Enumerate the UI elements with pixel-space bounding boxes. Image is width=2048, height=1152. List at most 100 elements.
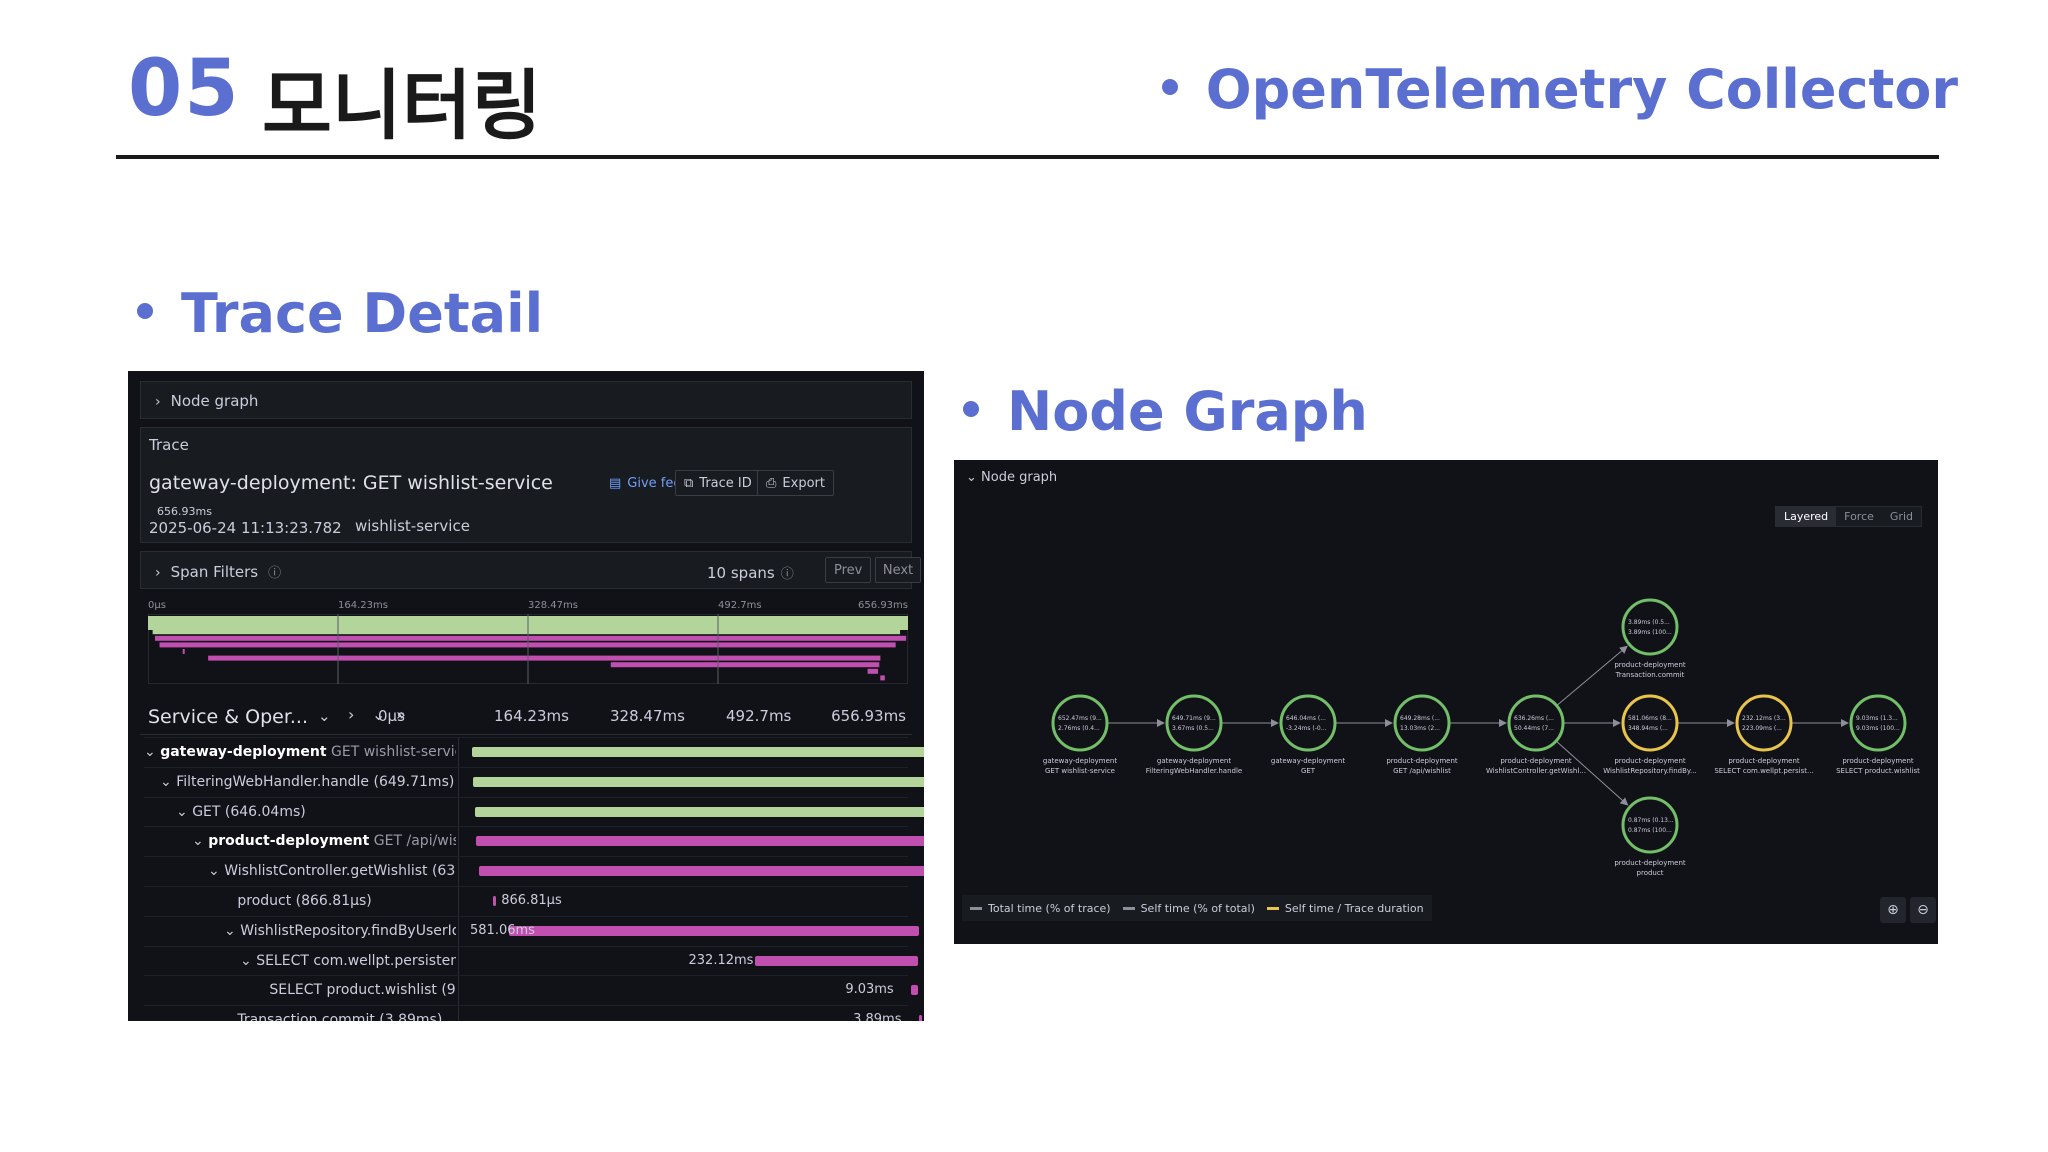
chevron-right-icon[interactable]: › [348, 705, 355, 724]
chevron-down-icon[interactable]: ⌄ [160, 773, 177, 790]
minimap-span [154, 635, 907, 641]
minimap-span [880, 675, 885, 681]
graph-node-circle [1621, 598, 1679, 656]
span-duration: 866.81µs [501, 893, 562, 908]
span-row[interactable]: ⌄ WishlistRepository.findByUserId (581.0… [144, 915, 920, 946]
span-bar[interactable] [476, 836, 924, 847]
graph-node-operation: FilteringWebHandler.handle [1146, 767, 1242, 775]
span-row[interactable]: Transaction.commit (3.89ms)3.89ms [144, 1005, 923, 1021]
graph-node-operation: GET /api/wishlist [1393, 767, 1451, 775]
graph-node-circle [1051, 694, 1109, 752]
span-operation: SELECT com.wellpt.persistence (232.12ms) [256, 952, 456, 969]
graph-node[interactable]: 646.04ms (...-3.24ms (-0...gateway-deplo… [1271, 694, 1345, 775]
minimap[interactable] [147, 613, 909, 700]
graph-node[interactable]: 636.26ms (...50.44ms (7...product-deploy… [1486, 694, 1586, 775]
minimap-chart [147, 613, 909, 685]
span-row[interactable]: ⌄ SELECT com.wellpt.persistence (232.12m… [144, 945, 919, 976]
span-row[interactable]: product (866.81µs)866.81µs [144, 886, 908, 916]
span-label: ⌄ WishlistController.getWishlist (636.26… [208, 863, 456, 879]
legend-total-time: Total time (% of trace) [970, 902, 1111, 915]
chevron-down-icon[interactable]: ⌄ [176, 803, 193, 820]
trace-service: wishlist-service [355, 517, 470, 535]
trace-id-button[interactable]: ⧉Trace ID [675, 470, 761, 496]
minimap-span [867, 668, 879, 674]
column-divider [458, 916, 459, 946]
prev-button[interactable]: Prev [825, 557, 872, 583]
graph-node-self: 50.44ms (7... [1514, 725, 1554, 732]
timeline-tick: 0µs [378, 707, 405, 725]
node-graph-title[interactable]: ⌄ Node graph [966, 470, 1058, 485]
graph-node[interactable]: 649.28ms (...13.03ms (2...product-deploy… [1386, 694, 1458, 775]
minimap-span [152, 629, 901, 635]
span-bar[interactable] [493, 896, 497, 906]
column-divider [458, 976, 459, 1006]
chevron-down-icon[interactable]: ⌄ [208, 863, 225, 880]
graph-node[interactable]: 581.06ms (8...348.94ms (...product-deplo… [1603, 694, 1697, 775]
span-row[interactable]: ⌄ gateway-deployment GET wishlist-servic… [144, 737, 924, 767]
span-bar[interactable] [474, 806, 924, 817]
span-row[interactable]: ⌄ WishlistController.getWishlist (636.26… [144, 856, 924, 887]
chevron-down-icon[interactable]: ⌄ [224, 922, 241, 939]
span-bar[interactable] [479, 866, 924, 877]
span-bar[interactable] [919, 1015, 923, 1021]
layout-force[interactable]: Force [1844, 510, 1874, 523]
bullet-icon [137, 303, 153, 320]
next-button[interactable]: Next [875, 557, 921, 583]
column-divider [458, 887, 459, 916]
zoom-in-icon[interactable]: ⊕ [1880, 897, 1906, 923]
span-bar[interactable] [754, 955, 919, 966]
header-divider [116, 155, 1939, 159]
graph-node[interactable]: 9.03ms (1.3...9.03ms (100...product-depl… [1836, 694, 1920, 775]
column-divider [458, 946, 459, 976]
graph-node-total: 646.04ms (... [1286, 715, 1326, 722]
info-icon: ⓘ [268, 566, 282, 581]
span-row[interactable]: ⌄ GET (646.04ms) [144, 796, 924, 827]
layout-grid[interactable]: Grid [1889, 510, 1913, 523]
span-duration: 232.12ms [688, 952, 754, 968]
span-bar[interactable] [911, 985, 918, 996]
graph-node[interactable]: 652.47ms (9...2.76ms (0.4...gateway-depl… [1043, 694, 1117, 775]
span-row[interactable]: ⌄ product-deployment GET /api/wishlist [144, 826, 924, 857]
graph-node-self: 223.09ms (... [1742, 725, 1782, 732]
graph-node-operation: GET wishlist-service [1045, 767, 1115, 775]
zoom-out-icon[interactable]: ⊖ [1910, 897, 1936, 923]
graph-node-self: 9.03ms (100... [1856, 725, 1900, 732]
section-node-graph: Node Graph [963, 380, 1368, 443]
trace-header: Trace gateway-deployment: GET wishlist-s… [140, 427, 912, 543]
trace-duration: 656.93ms [157, 505, 212, 518]
graph-node[interactable]: 0.87ms (0.13...0.87ms (100...product-dep… [1614, 796, 1686, 877]
graph-node-service: product-deployment [1614, 859, 1686, 867]
export-button[interactable]: ⎙Export [757, 470, 834, 496]
span-bar[interactable] [473, 776, 924, 787]
graph-node-total: 232.12ms (3... [1742, 715, 1786, 722]
chevron-down-icon[interactable]: ⌄ [318, 707, 331, 725]
graph-node[interactable]: 232.12ms (3...223.09ms (...product-deplo… [1714, 694, 1814, 775]
span-row[interactable]: ⌄ FilteringWebHandler.handle (649.71ms) [144, 766, 924, 797]
span-operation: GET wishlist-service [331, 744, 456, 760]
chevron-down-icon[interactable]: ⌄ [240, 952, 257, 969]
layout-switch[interactable]: Layered Force Grid [1774, 506, 1922, 527]
node-graph-canvas[interactable]: 652.47ms (9...2.76ms (0.4...gateway-depl… [954, 460, 1938, 890]
layout-layered[interactable]: Layered [1775, 507, 1837, 526]
node-graph-collapse[interactable]: ›Node graph [140, 381, 912, 419]
span-bar[interactable] [508, 925, 920, 936]
export-icon: ⎙ [766, 475, 777, 491]
graph-node[interactable]: 649.71ms (9...3.67ms (0.5...gateway-depl… [1146, 694, 1242, 775]
graph-node-service: product-deployment [1614, 661, 1686, 669]
graph-node-operation: Transaction.commit [1615, 671, 1685, 679]
copy-icon: ⧉ [684, 475, 694, 491]
minimap-span [610, 662, 880, 668]
chevron-down-icon[interactable]: ⌄ [144, 744, 161, 760]
node-graph-legend: Total time (% of trace) Self time (% of … [962, 895, 1432, 921]
span-row[interactable]: SELECT product.wishlist (9.03ms)9.03ms [144, 975, 918, 1006]
timeline-tick: 328.47ms [610, 707, 685, 725]
graph-node[interactable]: 3.89ms (0.5...3.89ms (100...product-depl… [1614, 598, 1686, 679]
graph-node-circle [1621, 694, 1679, 752]
chevron-double-down-icon[interactable]: ⌄ [372, 705, 386, 724]
span-bar[interactable] [472, 747, 924, 757]
trace-label: Trace [149, 436, 189, 454]
chevron-down-icon[interactable]: ⌄ [192, 833, 209, 850]
chevron-double-right-icon[interactable]: » [396, 705, 406, 724]
